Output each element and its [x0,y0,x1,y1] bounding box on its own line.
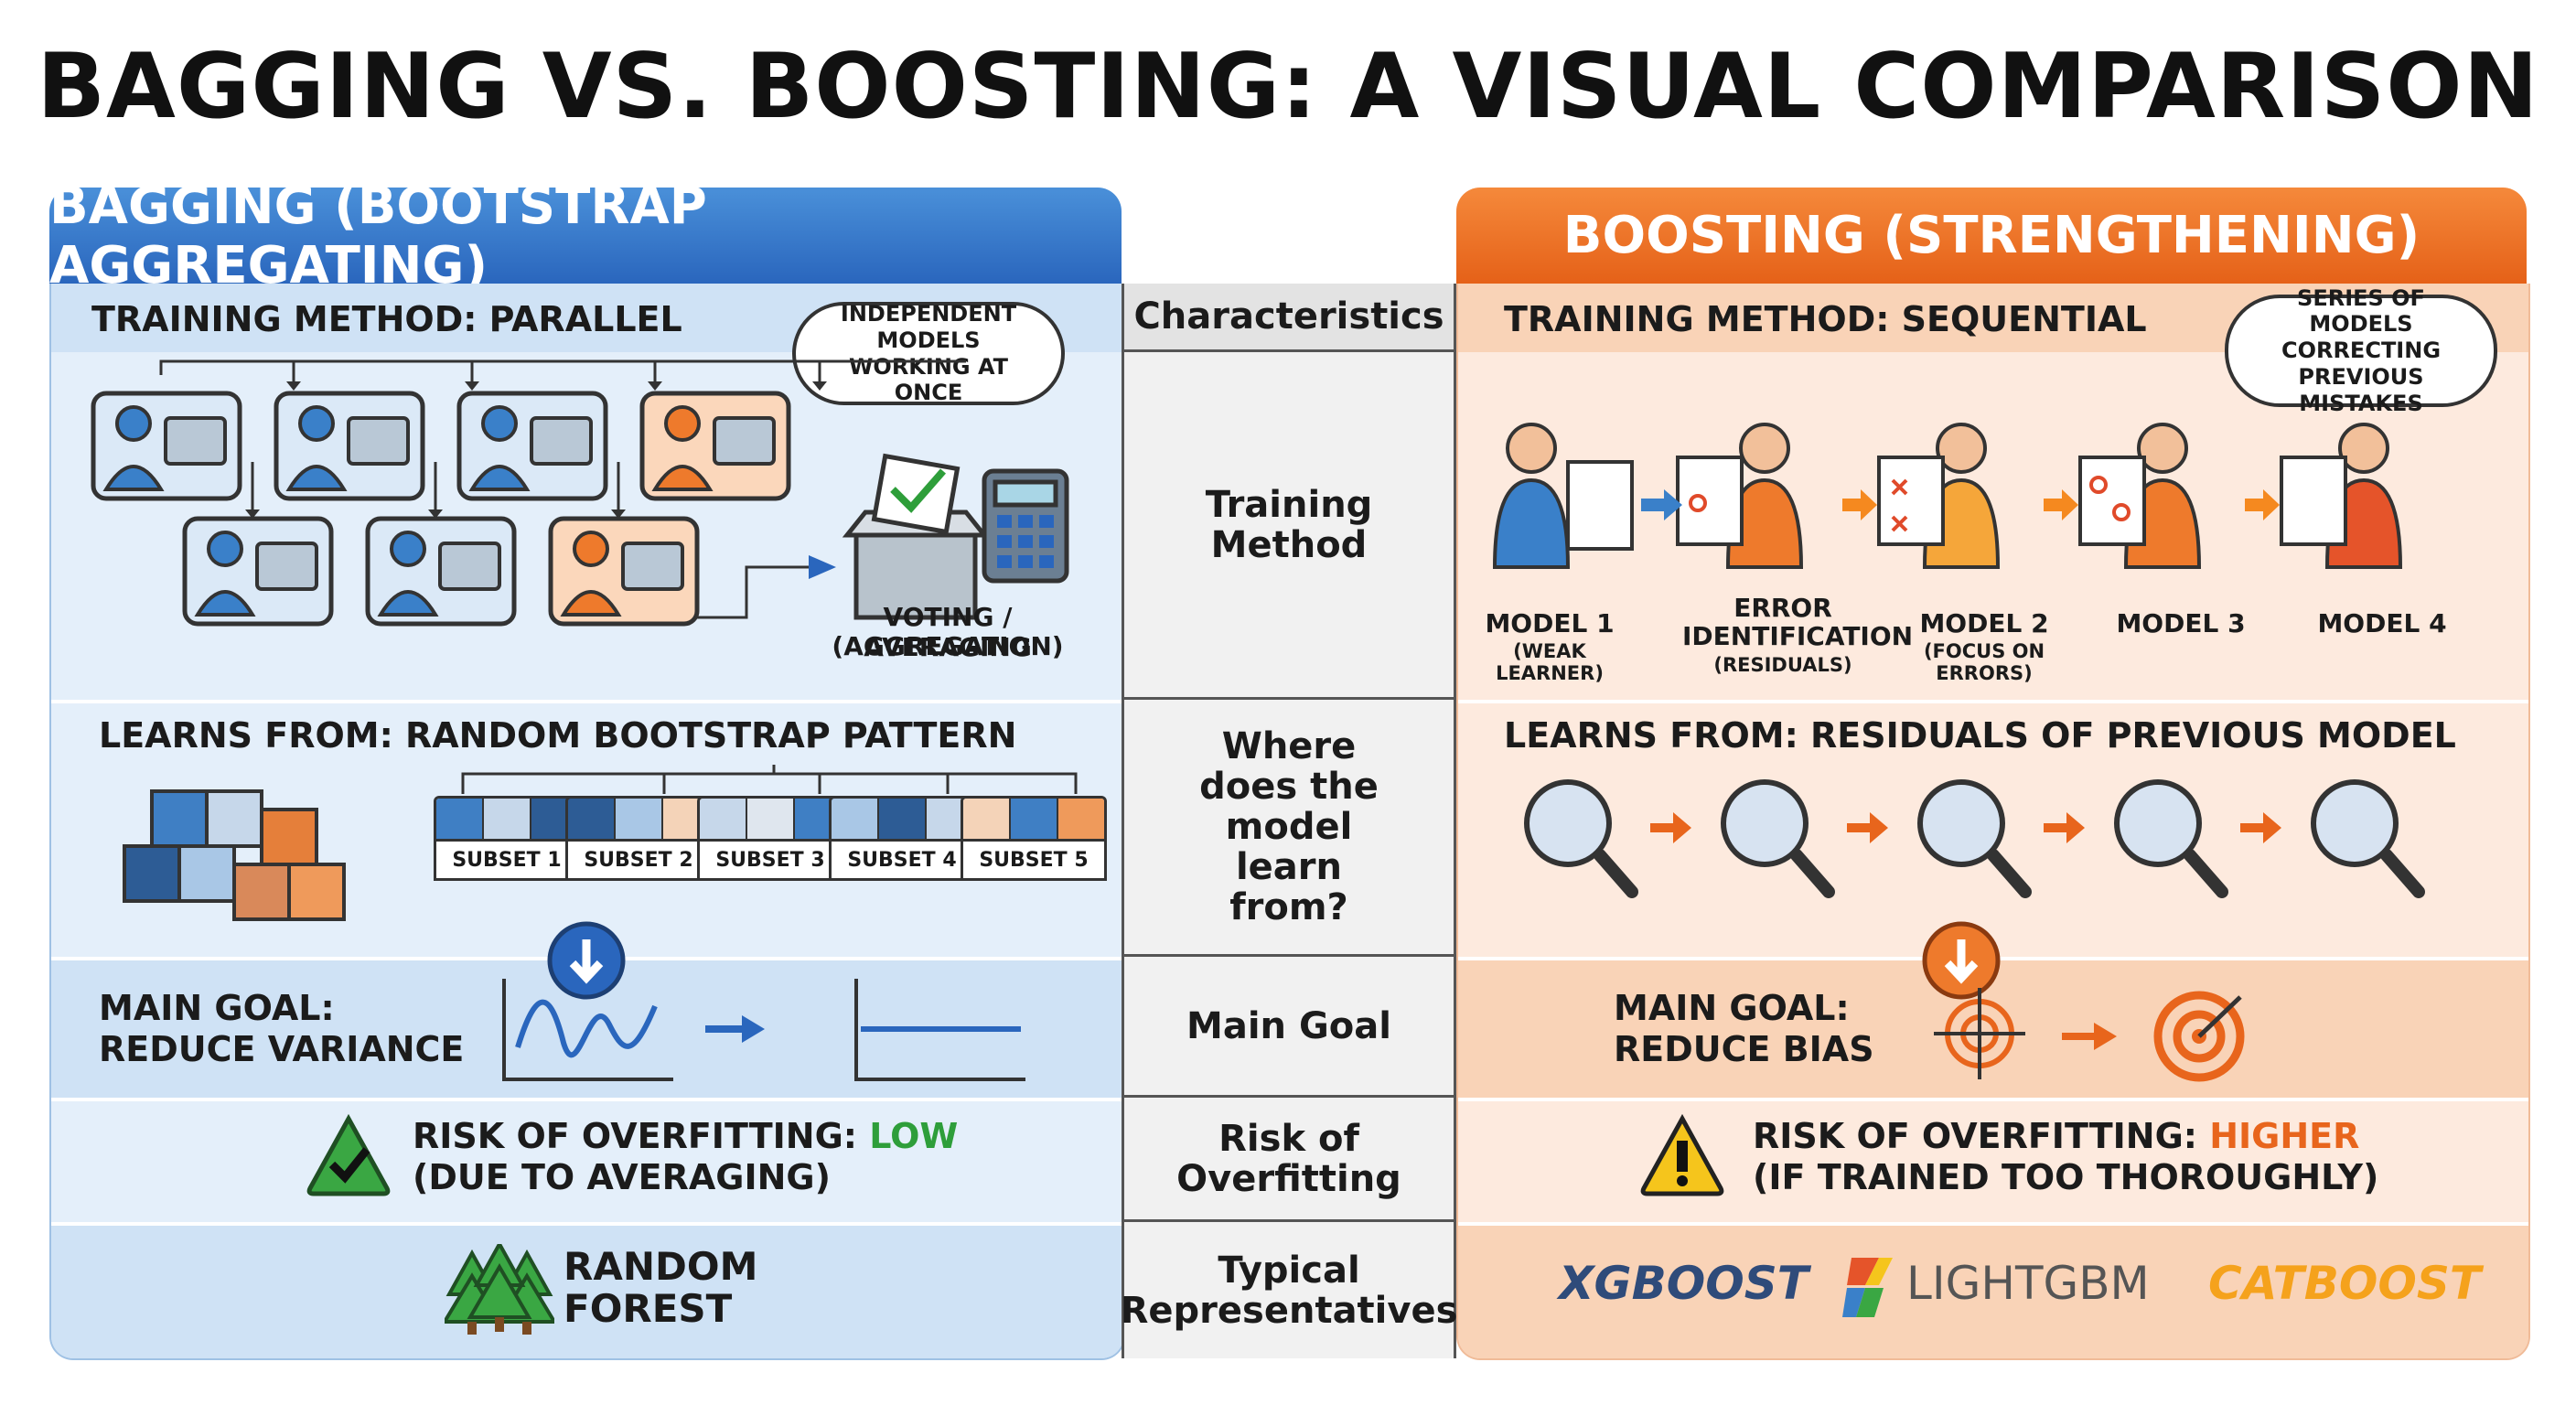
model-1-sub: (WEAK LEARNER) [1496,640,1604,684]
boosting-learns-from: LEARNS FROM: RESIDUALS OF PREVIOUS MODEL [1504,715,2456,756]
model-3-name: MODEL 3 [2116,608,2246,638]
random-forest-label-2: FOREST [564,1286,733,1331]
check-warning-icon [306,1113,391,1196]
down-arrow-icon [547,921,626,1000]
bagging-header: BAGGING (BOOTSTRAP AGGREGATING) [49,177,1122,295]
char-representatives: Typical Representatives [1120,1249,1458,1332]
bagging-divider [51,700,1123,703]
subset-3: SUBSET 3 [697,796,843,881]
bagging-thought-cloud: INDEPENDENT MODELS WORKING AT ONCE [792,300,1065,406]
subset-5: SUBSET 5 [961,796,1107,881]
bagging-learns-from: LEARNS FROM: RANDOM BOOTSTRAP PATTERN [99,715,1017,756]
random-forest-label-1: RANDOM [564,1244,758,1289]
boosting-header: BOOSTING (STRENGTHENING) [1456,188,2527,284]
variance-reduction-graphic [502,979,1025,1081]
subset-4: SUBSET 4 [829,796,975,881]
model-4-name: MODEL 4 [2317,608,2447,638]
boosting-main-goal-value: REDUCE BIAS [1614,1029,1874,1069]
parallel-models-illustration [91,359,1069,627]
xgboost-logo: XGBOOST [1559,1257,1809,1310]
subset-2: SUBSET 2 [565,796,712,881]
boosting-divider [1458,700,2528,703]
bagging-training-method: TRAINING METHOD: PARALLEL [91,299,682,339]
boosting-risk: RISK OF OVERFITTING: HIGHER [1753,1116,2359,1156]
subset-4-label: SUBSET 4 [829,842,975,881]
boosting-thought-cloud: SERIES OF MODELS CORRECTING PREVIOUS MIS… [2225,285,2497,416]
model-error-name: ERROR IDENTIFICATION [1682,593,1914,651]
bagging-representatives-row [51,1226,1123,1358]
boosting-main-goal-label: MAIN GOAL: [1614,988,1850,1028]
boosting-divider [1458,1222,2528,1226]
lightgbm-icon [1842,1258,1893,1317]
catboost-logo: CATBOOST [2208,1257,2481,1310]
bagging-main-goal-label: MAIN GOAL: [99,988,335,1028]
boosting-training-method: TRAINING METHOD: SEQUENTIAL [1504,299,2147,339]
bagging-panel: TRAINING METHOD: PARALLEL INDEPENDENT MO… [49,284,1125,1360]
aggregation-label: VOTING / AVERAGING [864,602,1032,662]
characteristics-column: Characteristics Training Method Where do… [1120,284,1458,1358]
forest-icon [445,1244,554,1335]
model-1-name: MODEL 1 [1485,608,1615,638]
bagging-risk-note: (DUE TO AVERAGING) [413,1157,831,1197]
bagging-risk-level: LOW [869,1116,959,1156]
subset-1-label: SUBSET 1 [434,842,580,881]
boosting-panel: TRAINING METHOD: SEQUENTIAL SERIES OF MO… [1456,284,2530,1360]
bagging-risk: RISK OF OVERFITTING: LOW [413,1116,958,1156]
down-arrow-icon [1922,921,2001,1000]
model-2-name: MODEL 2 [1919,608,2049,638]
boosting-representatives-row [1458,1226,2528,1358]
bagging-divider [51,1098,1123,1101]
bagging-divider [51,1222,1123,1226]
model-error-sub: (RESIDUALS) [1713,654,1852,676]
data-cubes-icon [123,789,346,921]
page-title: BAGGING VS. BOOSTING: A VISUAL COMPARISO… [37,35,2539,139]
bagging-main-goal-value: REDUCE VARIANCE [99,1029,465,1069]
char-risk: Risk of Overfitting [1124,1098,1454,1222]
subset-connectors [461,765,1078,794]
char-learn-source: Where does the model learn from? [1124,700,1454,957]
boosting-thought-text: SERIES OF MODELS CORRECTING PREVIOUS MIS… [2281,284,2442,416]
lightgbm-logo: LIGHTGBM [1906,1257,2150,1310]
subset-3-label: SUBSET 3 [697,842,843,881]
model-2-sub: (FOCUS ON ERRORS) [1923,640,2045,684]
boosting-risk-prefix: RISK OF OVERFITTING: [1753,1116,2210,1156]
bagging-risk-prefix: RISK OF OVERFITTING: [413,1116,870,1156]
char-main-goal: Main Goal [1124,957,1454,1098]
bias-reduction-graphic [1934,988,2245,1082]
aggregation-sublabel: (AGGREGATION) [832,631,1064,661]
bagging-thought-text: INDEPENDENT MODELS WORKING AT ONCE [840,300,1017,406]
warning-icon [1640,1113,1724,1196]
characteristics-header: Characteristics [1124,284,1454,352]
magnifier-sequence [1524,779,2425,898]
boosting-risk-level: HIGHER [2209,1116,2360,1156]
boosting-risk-note: (IF TRAINED TOO THOROUGHLY) [1753,1157,2379,1197]
subset-2-label: SUBSET 2 [565,842,712,881]
sequential-models-illustration [1492,423,2403,569]
subset-5-label: SUBSET 5 [961,842,1107,881]
boosting-divider [1458,1098,2528,1101]
subset-1: SUBSET 1 [434,796,580,881]
char-training-method: Training Method [1124,352,1454,700]
